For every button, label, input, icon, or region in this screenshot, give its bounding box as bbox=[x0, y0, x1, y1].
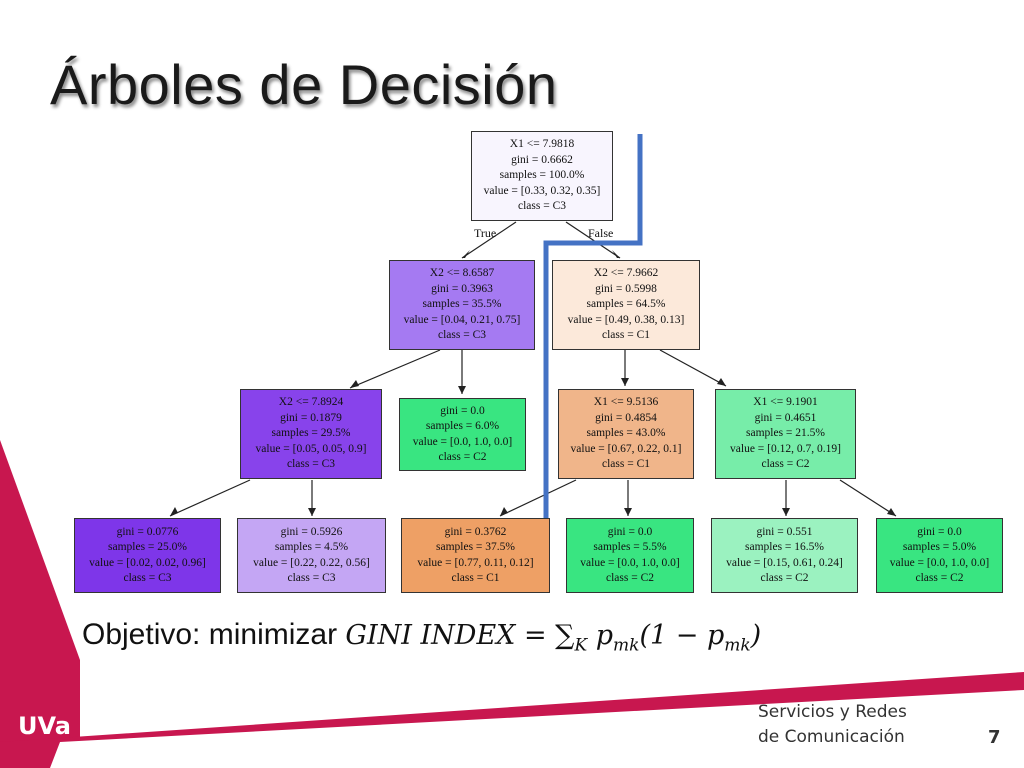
node-text-line: X1 <= 9.1901 bbox=[753, 396, 818, 409]
node-text-line: class = C1 bbox=[601, 329, 650, 342]
node-text-line: samples = 5.5% bbox=[593, 541, 667, 553]
node-text-line: gini = 0.551 bbox=[756, 525, 813, 538]
node-text-line: gini = 0.0 bbox=[917, 525, 962, 538]
edge-label-true: True bbox=[474, 226, 497, 240]
node-text-line: gini = 0.0776 bbox=[116, 525, 179, 538]
node-text-line: gini = 0.0 bbox=[607, 525, 653, 538]
node-text-line: X2 <= 7.8924 bbox=[278, 396, 344, 409]
node-text-line: X1 <= 7.9818 bbox=[509, 138, 575, 151]
tree-node-l2-d: X1 <= 9.1901 gini = 0.4651 samples = 21.5%… bbox=[715, 389, 856, 479]
node-text-line: gini = 0.5998 bbox=[595, 282, 657, 295]
node-text-line: class = C2 bbox=[605, 572, 654, 584]
objective-formula: Objetivo: minimizar GINI INDEX = ∑K pmk(… bbox=[82, 618, 761, 655]
tree-node-l1-right: X2 <= 7.9662 gini = 0.5998 samples = 64.5%… bbox=[552, 260, 700, 350]
node-text-line: class = C2 bbox=[915, 572, 964, 584]
node-text-line: samples = 64.5% bbox=[586, 298, 666, 311]
node-text-line: gini = 0.1879 bbox=[280, 411, 342, 424]
node-text-line: gini = 0.5926 bbox=[280, 525, 343, 538]
node-text-line: value = [0.12, 0.7, 0.19] bbox=[730, 442, 841, 455]
footer-white-panel bbox=[50, 690, 1024, 768]
node-text-line: value = [0.0, 1.0, 0.0] bbox=[580, 556, 680, 569]
tree-node-l2-a: X2 <= 7.8924 gini = 0.1879 samples = 29.5%… bbox=[240, 389, 382, 479]
node-text-line: X1 <= 9.5136 bbox=[593, 396, 659, 409]
node-text-line: class = C3 bbox=[287, 572, 336, 584]
node-text-line: value = [0.0, 1.0, 0.0] bbox=[889, 556, 990, 569]
node-text-line: value = [0.49, 0.38, 0.13] bbox=[567, 313, 685, 326]
node-text-line: gini = 0.4854 bbox=[595, 411, 657, 424]
node-text-line: class = C3 bbox=[286, 458, 335, 471]
node-text-line: samples = 29.5% bbox=[271, 427, 351, 440]
footer-course-name: Servicios y Redes de Comunicación bbox=[758, 700, 907, 750]
node-text-line: value = [0.04, 0.21, 0.75] bbox=[403, 313, 521, 326]
node-text-line: samples = 21.5% bbox=[746, 427, 825, 440]
tree-node-leaf-6: gini = 0.0 samples = 5.0% value = [0.0, 1.… bbox=[876, 518, 1003, 593]
uva-logo: UVa bbox=[18, 712, 71, 740]
node-text-line: class = C3 bbox=[437, 329, 486, 342]
node-text-line: class = C3 bbox=[123, 572, 172, 584]
tree-node-leaf-5: gini = 0.551 samples = 16.5% value = [0.15… bbox=[711, 518, 858, 593]
tree-node-leaf-4: gini = 0.0 samples = 5.5% value = [0.0, 1.… bbox=[566, 518, 694, 593]
node-text-line: value = [0.0, 1.0, 0.0] bbox=[412, 435, 513, 448]
objective-label: Objetivo: minimizar bbox=[82, 618, 346, 651]
node-text-line: samples = 100.0% bbox=[499, 169, 585, 182]
edge-label-false: False bbox=[588, 226, 614, 240]
highlight-path bbox=[543, 134, 643, 520]
node-text-line: gini = 0.0 bbox=[440, 404, 485, 417]
node-text-line: X2 <= 7.9662 bbox=[593, 267, 659, 280]
node-text-line: value = [0.05, 0.05, 0.9] bbox=[255, 442, 367, 455]
node-text-line: value = [0.02, 0.02, 0.96] bbox=[89, 556, 206, 569]
node-text-line: class = C2 bbox=[761, 458, 810, 471]
left-accent-wedge bbox=[0, 440, 80, 768]
node-text-line: samples = 37.5% bbox=[436, 541, 515, 553]
node-text-line: samples = 6.0% bbox=[425, 420, 500, 432]
node-text-line: gini = 0.4651 bbox=[754, 411, 817, 424]
node-text-line: value = [0.22, 0.22, 0.56] bbox=[253, 556, 370, 569]
tree-node-l2-b: gini = 0.0 samples = 6.0% value = [0.0, 1.… bbox=[399, 398, 526, 471]
node-text-line: value = [0.67, 0.22, 0.1] bbox=[570, 442, 682, 455]
node-text-line: gini = 0.6662 bbox=[511, 153, 573, 166]
footer-line-2: de Comunicación bbox=[758, 727, 905, 747]
tree-node-leaf-3: gini = 0.3762 samples = 37.5% value = [0.7… bbox=[401, 518, 550, 593]
slide-title: Árboles de Decisión bbox=[50, 53, 558, 116]
tree-node-root: X1 <= 7.9818 gini = 0.6662 samples = 100.0… bbox=[471, 131, 613, 221]
node-text-line: gini = 0.3762 bbox=[444, 525, 507, 538]
node-text-line: value = [0.33, 0.32, 0.35] bbox=[483, 184, 601, 197]
node-text-line: X2 <= 8.6587 bbox=[429, 267, 495, 280]
node-text-line: class = C2 bbox=[438, 451, 487, 463]
node-text-line: samples = 5.0% bbox=[902, 541, 977, 553]
node-text-line: samples = 16.5% bbox=[745, 541, 824, 553]
node-text-line: samples = 35.5% bbox=[422, 298, 502, 311]
node-text-line: gini = 0.3963 bbox=[431, 282, 493, 295]
tree-node-l1-left: X2 <= 8.6587 gini = 0.3963 samples = 35.5%… bbox=[389, 260, 535, 350]
node-text-line: samples = 25.0% bbox=[108, 541, 187, 553]
tree-node-l2-c: X1 <= 9.5136 gini = 0.4854 samples = 43.0%… bbox=[558, 389, 694, 479]
node-text-line: class = C2 bbox=[760, 572, 809, 584]
node-text-line: class = C3 bbox=[517, 200, 566, 213]
node-text-line: class = C1 bbox=[601, 458, 650, 471]
gini-formula: GINI INDEX = ∑K pmk(1 − pmk) bbox=[345, 620, 762, 656]
node-text-line: samples = 43.0% bbox=[586, 427, 666, 440]
node-text-line: samples = 4.5% bbox=[274, 541, 349, 553]
tree-node-leaf-2: gini = 0.5926 samples = 4.5% value = [0.22… bbox=[237, 518, 386, 593]
tree-node-leaf-1: gini = 0.0776 samples = 25.0% value = [0.0… bbox=[74, 518, 221, 593]
node-text-line: value = [0.15, 0.61, 0.24] bbox=[726, 556, 843, 569]
node-text-line: class = C1 bbox=[451, 572, 500, 584]
node-text-line: value = [0.77, 0.11, 0.12] bbox=[417, 556, 534, 569]
footer-line-1: Servicios y Redes bbox=[758, 702, 907, 722]
page-number: 7 bbox=[988, 727, 1001, 748]
tree-arrowheads bbox=[170, 250, 896, 516]
